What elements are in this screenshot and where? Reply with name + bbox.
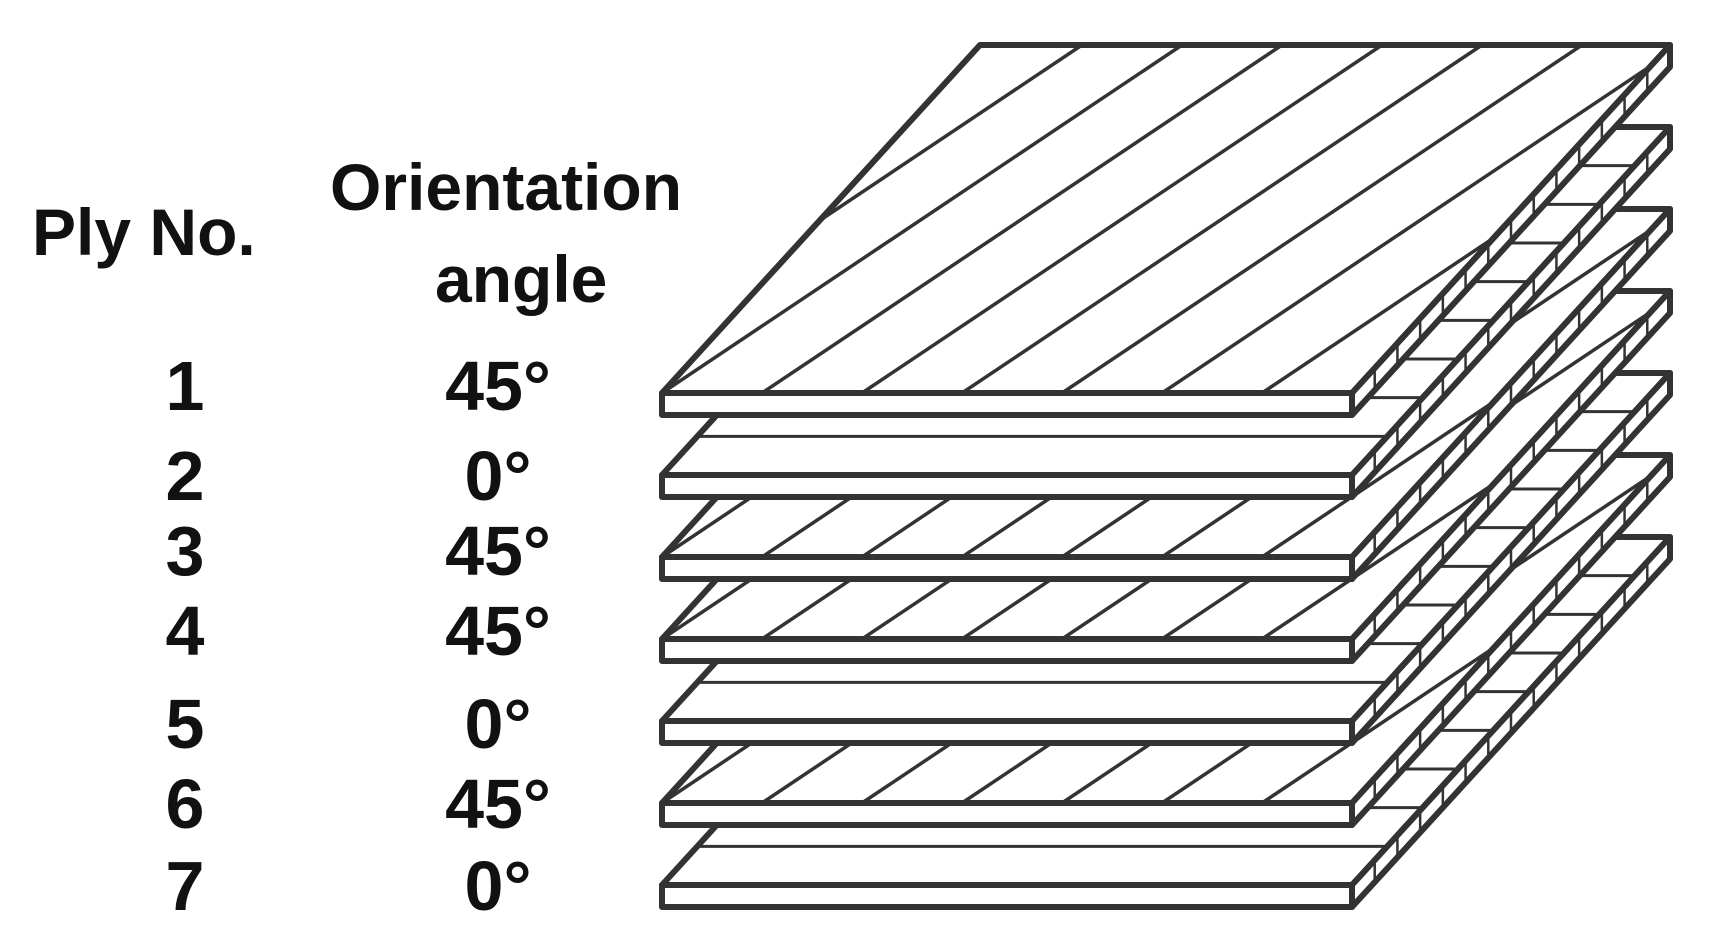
ply-front-edge (659, 390, 1355, 418)
orientation-header-line1: Orientation (330, 150, 682, 224)
ply-front-edge (659, 800, 1355, 828)
ply-front-edge (659, 554, 1355, 582)
ply-number: 1 (166, 347, 205, 425)
ply-number: 2 (166, 437, 205, 515)
ply-angle: 0° (465, 847, 532, 925)
ply-number: 7 (166, 847, 205, 925)
ply-front-edge (659, 718, 1355, 746)
ply-number: 3 (166, 512, 205, 590)
ply-stack (659, 42, 1673, 910)
ply-number: 4 (166, 592, 205, 670)
ply-angle: 0° (465, 685, 532, 763)
ply-angle: 45° (445, 765, 551, 843)
ply-front-edge (659, 636, 1355, 664)
side-edge-ticks (1373, 69, 1649, 391)
side-edge-ticks (1373, 397, 1649, 719)
side-edge-ticks (1373, 561, 1649, 883)
ply-number: 5 (166, 685, 205, 763)
side-edge-ticks (1373, 151, 1649, 473)
ply-number: 6 (166, 765, 205, 843)
side-edge-ticks (1373, 233, 1649, 555)
ply-no-header: Ply No. (32, 195, 256, 269)
ply-front-edge (659, 882, 1355, 910)
ply-angle: 45° (445, 592, 551, 670)
ply-angle: 45° (445, 347, 551, 425)
side-edge-ticks (1373, 479, 1649, 801)
side-edge-ticks (1373, 315, 1649, 637)
ply-front-edge (659, 472, 1355, 500)
orientation-header-line2: angle (435, 242, 607, 316)
ply-angle: 45° (445, 512, 551, 590)
ply-angle: 0° (465, 437, 532, 515)
ply-labels: 1 45° 2 0° 3 45° 4 45° 5 0° 6 45° 7 0° (166, 347, 551, 925)
